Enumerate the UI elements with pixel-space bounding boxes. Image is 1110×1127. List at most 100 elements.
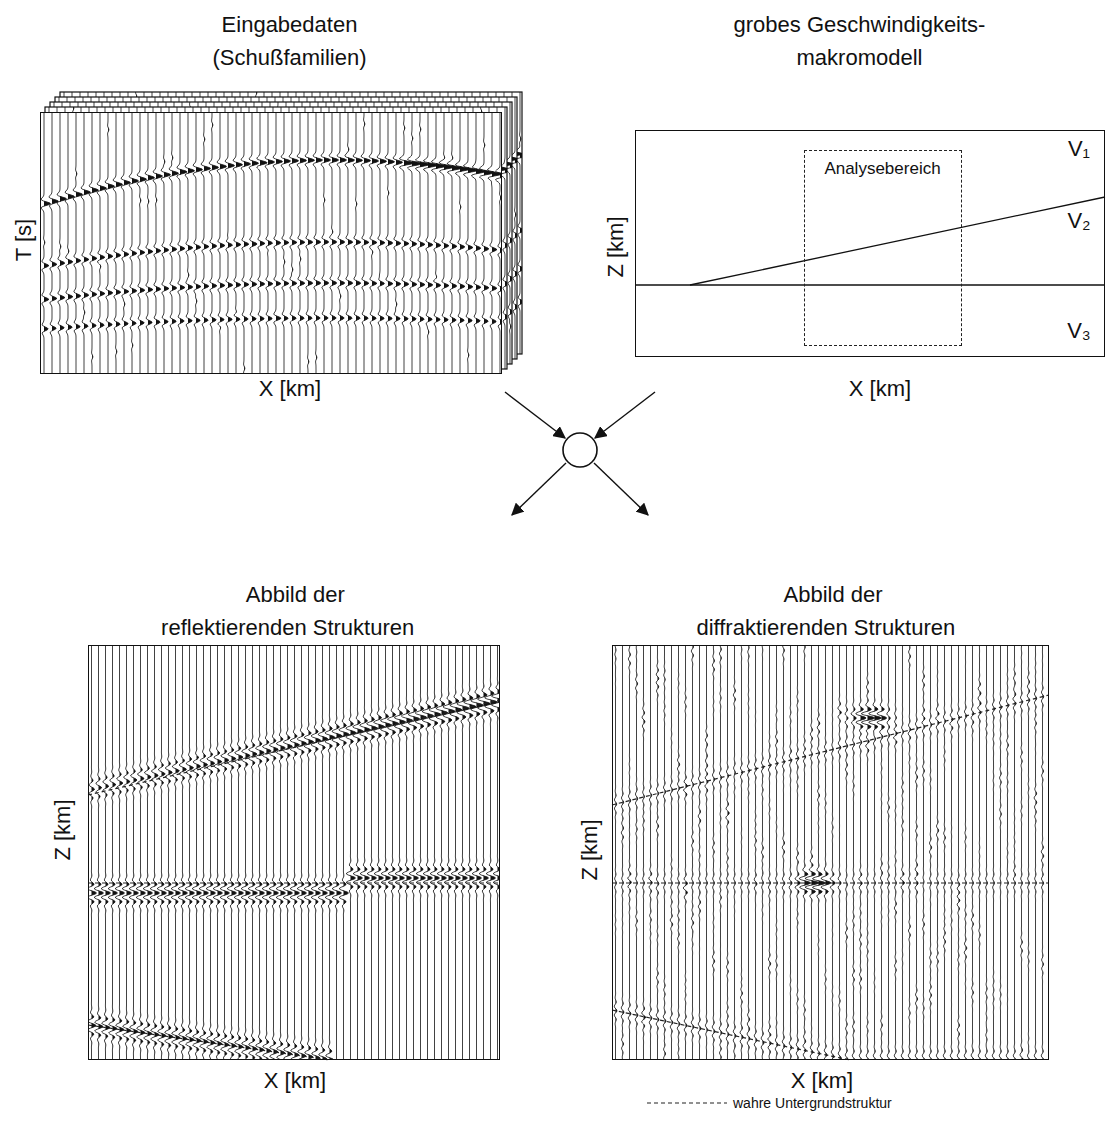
trace-wiggle xyxy=(157,645,166,1060)
trace-fill xyxy=(805,645,811,1060)
trace-fill xyxy=(169,645,174,1060)
trace-wiggle xyxy=(740,645,743,1060)
axis-label: X [km] xyxy=(849,376,911,402)
trace-wiggle xyxy=(971,645,974,1060)
trace-wiggle xyxy=(108,645,117,1060)
trace-fill xyxy=(452,112,462,374)
trace-fill xyxy=(113,645,118,1060)
trace-fill xyxy=(196,112,202,374)
trace-fill xyxy=(826,645,831,1060)
trace-wiggle xyxy=(992,645,995,1060)
trace-wiggle xyxy=(436,645,448,1060)
label-holder: X [km] xyxy=(259,376,321,402)
trace-wiggle xyxy=(805,645,819,1060)
trace-fill xyxy=(407,645,413,1060)
trace-wiggle xyxy=(726,645,729,1060)
trace-fill xyxy=(330,645,335,1060)
trace-fill xyxy=(292,112,299,374)
trace-wiggle xyxy=(346,645,356,1060)
trace-wiggle xyxy=(936,645,940,1060)
trace-wiggle xyxy=(856,645,866,1060)
trace-wiggle xyxy=(775,645,778,1060)
input-panel: Eingabedaten (Schußfamilien) xyxy=(40,112,502,374)
trace-wiggle xyxy=(464,645,476,1060)
trace-wiggle xyxy=(485,645,498,1060)
trace-wiggle xyxy=(691,645,694,1060)
trace-wiggle xyxy=(220,645,229,1060)
trace-wiggle xyxy=(304,645,313,1060)
trace-fill xyxy=(323,645,328,1060)
trace-fill xyxy=(379,645,385,1060)
trace-fill xyxy=(106,645,111,1060)
trace-fill xyxy=(295,645,300,1060)
region-label: Analysebereich xyxy=(805,156,961,182)
trace-wiggle xyxy=(950,645,953,1060)
trace-wiggle xyxy=(353,112,362,374)
analysis-region: Analysebereich xyxy=(804,150,962,346)
true-structure-line xyxy=(612,1010,850,1060)
trace-wiggle xyxy=(185,645,194,1060)
trace-fill xyxy=(421,645,427,1060)
trace-wiggle xyxy=(241,645,250,1060)
axis-label: Z [km] xyxy=(577,819,603,880)
trace-fill xyxy=(52,112,58,374)
trace-fill xyxy=(246,645,251,1060)
trace-fill xyxy=(232,645,237,1060)
trace-wiggle xyxy=(49,112,58,374)
trace-wiggle xyxy=(94,645,103,1060)
trace-fill xyxy=(386,645,392,1060)
trace-wiggle xyxy=(471,645,483,1060)
trace-fill xyxy=(302,645,307,1060)
trace-wiggle xyxy=(164,645,173,1060)
trace-wiggle xyxy=(113,112,122,374)
trace-wiggle xyxy=(57,112,67,374)
swatch-line xyxy=(647,1102,727,1103)
trace-fill xyxy=(393,645,399,1060)
trace-fill xyxy=(260,112,267,374)
trace-wiggle xyxy=(478,645,490,1060)
trace-wiggle xyxy=(150,645,159,1060)
trace-fill xyxy=(127,645,132,1060)
layer-velocity: V₁ xyxy=(1068,136,1090,162)
trace-wiggle xyxy=(290,645,299,1060)
trace-fill xyxy=(309,645,314,1060)
trace-wiggle xyxy=(321,112,330,374)
true-structure-line xyxy=(612,882,1049,883)
trace-wiggle xyxy=(1020,645,1023,1060)
trace-fill xyxy=(396,112,402,374)
trace-fill xyxy=(344,645,349,1060)
trace-wiggle xyxy=(129,645,138,1060)
trace-wiggle xyxy=(789,645,792,1060)
trace-fill xyxy=(284,112,291,374)
trace-wiggle xyxy=(241,112,251,374)
process-symbol xyxy=(505,392,655,515)
trace-wiggle xyxy=(393,112,402,374)
trace-wiggle xyxy=(395,645,406,1060)
shot-gathers xyxy=(40,92,530,374)
trace-fill xyxy=(300,112,306,374)
trace-wiggle xyxy=(408,645,419,1060)
trace-fill xyxy=(414,645,420,1060)
trace-wiggle xyxy=(339,645,349,1060)
trace-wiggle xyxy=(153,112,162,374)
axis-label: X [km] xyxy=(264,1068,326,1094)
trace-wiggle xyxy=(635,645,638,1060)
reflector-image xyxy=(87,645,504,1060)
trace-fill xyxy=(116,112,122,374)
trace-wiggle xyxy=(614,645,617,1060)
trace-wiggle xyxy=(795,645,800,1060)
trace-wiggle xyxy=(115,645,124,1060)
trace-wiggle xyxy=(305,112,314,374)
trace-wiggle xyxy=(754,645,757,1060)
label-holder: X [km] xyxy=(791,1068,853,1094)
trace-wiggle xyxy=(915,645,918,1060)
trace-wiggle xyxy=(845,645,848,1060)
trace-fill xyxy=(211,645,216,1060)
trace-wiggle xyxy=(225,112,234,374)
trace-wiggle xyxy=(887,645,890,1060)
layer-boundary xyxy=(690,197,1105,285)
label-holder: Z [km] xyxy=(50,799,76,860)
trace-fill xyxy=(819,645,826,1060)
trace-wiggle xyxy=(227,645,236,1060)
heading-holder: Abbild der reflektierenden Strukturen xyxy=(159,578,417,644)
